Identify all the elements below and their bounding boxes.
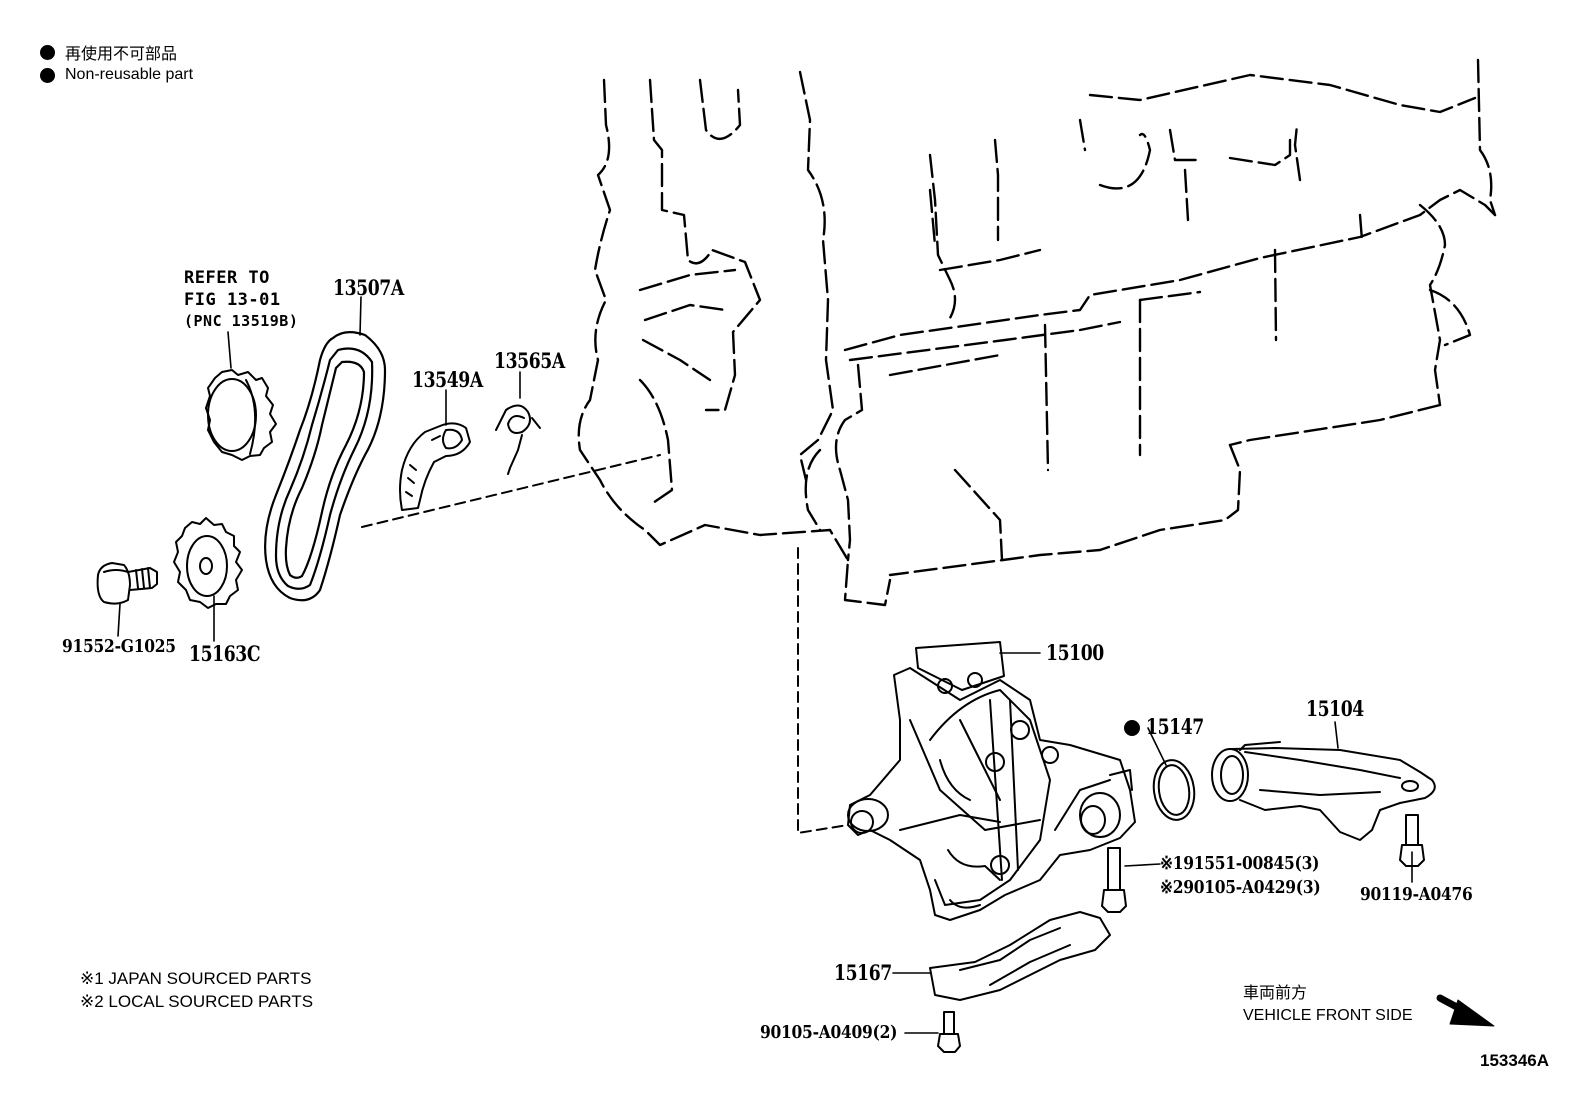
- figure-code: 153346A: [1480, 1051, 1550, 1070]
- timing-chain: [264, 331, 387, 602]
- legend-non-reusable-en: Non-reusable part: [40, 66, 193, 84]
- crank-sprocket-reference: [205, 369, 277, 461]
- refer-pnc-label: (PNC 13519B): [184, 312, 299, 330]
- callout-leaders: [117, 296, 1413, 1034]
- part-label-gasket: 15147: [1146, 714, 1204, 739]
- refer-figure-label: FIG 13-01: [184, 290, 281, 310]
- cover-plate-bolt: [937, 1011, 961, 1053]
- front-direction-arrow: [1436, 994, 1495, 1027]
- legend-dot: [40, 44, 55, 60]
- legend-dot: [40, 67, 55, 83]
- oil-pump-assembly: [847, 641, 1136, 921]
- damper-spring: [495, 404, 541, 475]
- refer-to-label: REFER TO: [184, 268, 270, 288]
- note-local-sourced: ※2 LOCAL SOURCED PARTS: [80, 992, 314, 1011]
- part-label-damper-spring: 13565A: [494, 348, 565, 373]
- chain-damper: [399, 422, 471, 511]
- engine-block-outline: [577, 58, 1497, 607]
- direction-label-ja: 車両前方: [1243, 985, 1308, 1002]
- legend-text-ja: 再使用不可部品: [65, 46, 178, 63]
- part-label-pump-bolt-japan: ※191551-00845(3): [1160, 853, 1320, 874]
- oil-strainer: [1211, 741, 1436, 841]
- direction-label-en: VEHICLE FRONT SIDE: [1243, 1007, 1413, 1024]
- legend-text-en: Non-reusable part: [65, 66, 194, 83]
- oil-pump-sprocket: [173, 517, 243, 609]
- oil-pump-cover-plate: [929, 911, 1111, 1001]
- oil-strainer-gasket: [1152, 759, 1196, 821]
- oil-pump-bolt: [1101, 847, 1127, 913]
- legend-non-reusable-ja: 再使用不可部品: [40, 40, 177, 64]
- note-japan-sourced: ※1 JAPAN SOURCED PARTS: [80, 969, 312, 988]
- part-label-timing-chain: 13507A: [333, 275, 404, 300]
- part-label-oil-pump-sprocket: 15163C: [189, 641, 261, 666]
- strainer-bolt: [1399, 814, 1425, 867]
- part-label-oil-pump: 15100: [1046, 640, 1104, 665]
- part-label-chain-damper: 13549A: [412, 367, 483, 392]
- part-label-strainer-bolt: 90119-A0476: [1360, 884, 1473, 905]
- part-label-oil-strainer: 15104: [1306, 696, 1364, 721]
- sprocket-bolt: [96, 562, 158, 605]
- non-reusable-marker: [1124, 720, 1140, 736]
- part-label-cover-plate: 15167: [834, 960, 892, 985]
- part-label-cover-plate-bolt: 90105-A0409(2): [760, 1022, 898, 1043]
- part-label-pump-bolt-local: ※290105-A0429(3): [1160, 877, 1321, 898]
- part-label-sprocket-bolt: 91552-G1025: [62, 636, 176, 657]
- assembly-dash-lines: [361, 454, 849, 834]
